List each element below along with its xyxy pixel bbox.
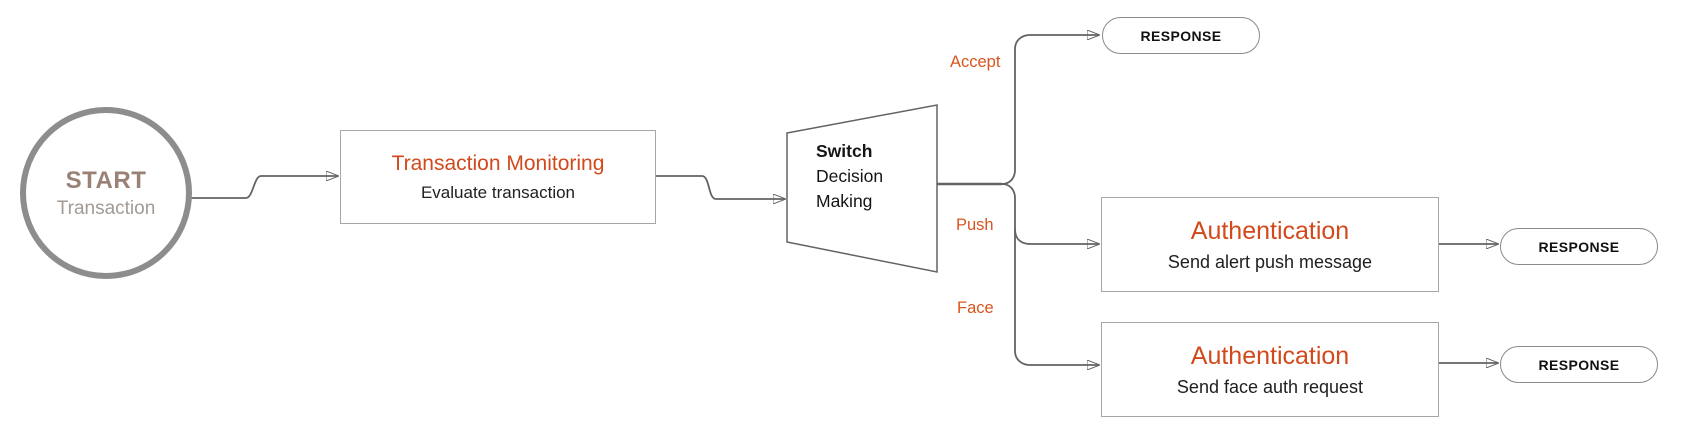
transaction-monitoring-subtitle: Evaluate transaction (420, 182, 576, 202)
response-node-middle: RESPONSE (1500, 228, 1658, 265)
start-node-subtitle: Transaction (56, 197, 156, 219)
edge-monitoring-to-switch (654, 175, 785, 199)
authentication-face-subtitle: Send face auth request (1176, 376, 1364, 397)
switch-title: Switch (816, 141, 873, 161)
edge-start-to-monitoring (190, 176, 338, 199)
authentication-push-subtitle: Send alert push message (1167, 251, 1373, 272)
switch-subtitle-line2: Making (816, 191, 873, 211)
start-node-title: START (65, 166, 147, 194)
authentication-push-node: Authentication Send alert push message (1101, 197, 1439, 292)
transaction-monitoring-title: Transaction Monitoring (391, 151, 605, 175)
branch-label-face: Face (957, 299, 994, 317)
edge-push-to-auth (1014, 228, 1099, 244)
authentication-face-title: Authentication (1190, 341, 1350, 370)
branch-label-accept: Accept (950, 53, 1001, 71)
branch-label-push: Push (956, 216, 994, 234)
edge-trunk-down-to-face (1001, 183, 1099, 365)
switch-subtitle-line1: Decision (816, 166, 884, 186)
start-node: START Transaction (20, 107, 192, 279)
authentication-push-title: Authentication (1190, 216, 1350, 245)
switch-trapezoid-shape (786, 104, 938, 273)
response-node-top: RESPONSE (1102, 17, 1260, 54)
transaction-monitoring-node: Transaction Monitoring Evaluate transact… (340, 130, 656, 224)
switch-node-label: Switch Decision Making (816, 139, 883, 214)
edge-accept-to-response (1001, 35, 1099, 185)
response-node-bottom: RESPONSE (1500, 346, 1658, 383)
authentication-face-node: Authentication Send face auth request (1101, 322, 1439, 417)
